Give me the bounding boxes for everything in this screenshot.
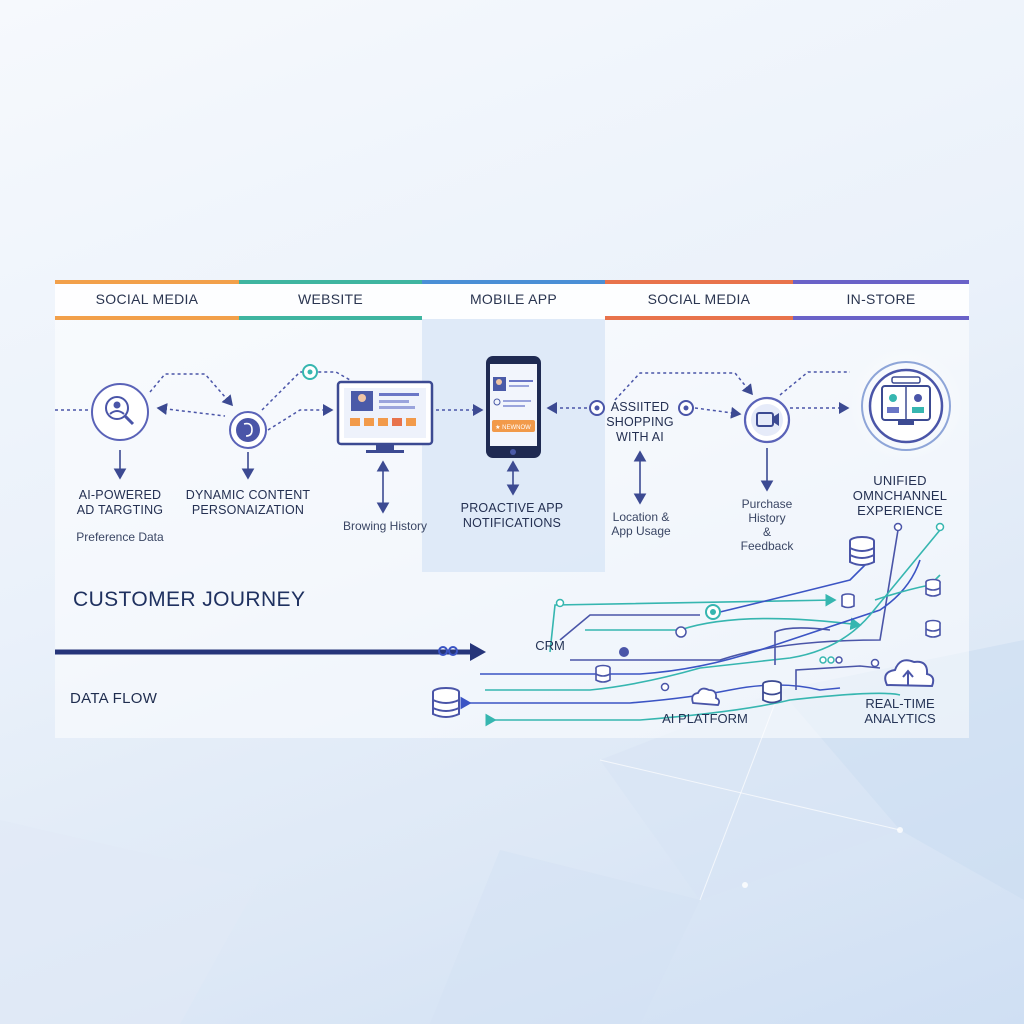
customer-journey-title: CUSTOMER JOURNEY [73,588,306,611]
leaf-badge-icon [302,364,318,380]
database-icon-mid [841,593,855,609]
ad-targeting-label: AI-POWERED AD TARGTING [76,488,164,517]
flow-line-8 [460,684,841,710]
flow-line-1 [549,593,837,653]
flow-line-10 [774,627,831,665]
connector-face-loop [261,371,351,411]
header-social-media-2: SOCIAL MEDIA [605,280,793,319]
header-bar-bottom-1 [55,316,239,320]
database-icon-right-1 [925,578,941,597]
database-icon-top [849,536,875,566]
flow-line-5 [570,529,899,661]
assisted-shopping-label: ASSIITED SHOPPING WITH AI [606,400,674,444]
video-camera-icon [743,396,791,444]
flow-dot-3 [710,609,716,615]
header-bar-top-3 [422,280,605,284]
cloud-icon-analytics [884,659,935,688]
flow-dot-10 [870,658,880,668]
flow-line-9 [485,692,901,727]
connector-search-loop [149,373,233,407]
flow-dot-11 [893,522,903,532]
omnichannel-label: UNIFIED OMNCHANNEL EXPERIENCE [852,473,948,518]
desktop-monitor-icon [336,380,434,453]
flow-dot-5 [619,647,629,657]
connector-chat-loop [614,372,753,401]
flow-dot-6 [660,682,670,692]
ai-platform-label: AI PLATFORM [662,711,748,726]
header-bar-top-2 [239,280,422,284]
header-bar-bottom-2 [239,316,422,320]
flow-dot-4 [675,626,687,638]
cloud-icon-platform [691,687,721,706]
location-usage-label: Location & App Usage [611,510,671,538]
header-bar-bottom-5 [793,316,969,320]
browsing-history-label: Browing History [342,519,428,533]
database-icon-platform [762,680,782,704]
header-in-store: IN-STORE [793,280,969,319]
crm-label: CRM [535,638,565,653]
app-notifications-label: PROACTIVE APP NOTIFICATIONS [460,501,564,530]
face-profile-icon [229,411,267,449]
chat-bubble-icon [589,400,605,416]
header-mobile-app: MOBILE APP [422,280,605,319]
flow-dot-12 [935,522,945,532]
header-bar-top-1 [55,280,239,284]
header-social-media-1: SOCIAL MEDIA [55,280,239,319]
header-bar-top-4 [605,280,793,284]
header-bar-bottom-4 [605,316,793,320]
customer-journey-arrowhead [470,643,486,661]
flow-line-6 [480,559,921,675]
phone-screen-button: ★ NEWNOW [495,424,531,431]
flow-dot-9 [835,656,843,664]
link-glyph-icon [438,646,458,656]
purchase-feedback-label: Purchase History & Feedback [740,497,794,553]
preference-data-label: Preference Data [76,530,164,544]
header-bar-top-5 [793,280,969,284]
smartphone-icon: ★ NEWNOW [486,356,541,458]
flow-dot-1 [555,598,565,608]
connector-video-loop [779,371,850,396]
connector-search-to-face [156,403,226,417]
connector-chat-to-video [694,406,742,419]
flow-line-11 [795,665,881,690]
store-display-icon [861,361,951,451]
flow-dot-7 [819,656,827,664]
personalization-label: DYNAMIC CONTENT PERSONAIZATION [185,488,311,517]
database-icon-large [432,687,460,718]
database-icon-right-2 [925,619,941,638]
database-icon-crm [595,664,611,683]
data-flow-title: DATA FLOW [70,690,158,707]
connector-face-to-monitor [267,404,334,431]
flow-line-2 [559,614,700,641]
flow-line-4 [585,617,862,631]
header-website: WEBSITE [239,280,422,319]
flow-dot-8 [827,656,835,664]
flow-line-3 [719,559,871,613]
flow-line-7 [485,529,941,691]
flow-node-dots [555,522,945,692]
analytics-label: REAL-TIME ANALYTICS [864,696,936,726]
search-person-icon [91,383,149,441]
chat-small-icon [678,400,694,416]
